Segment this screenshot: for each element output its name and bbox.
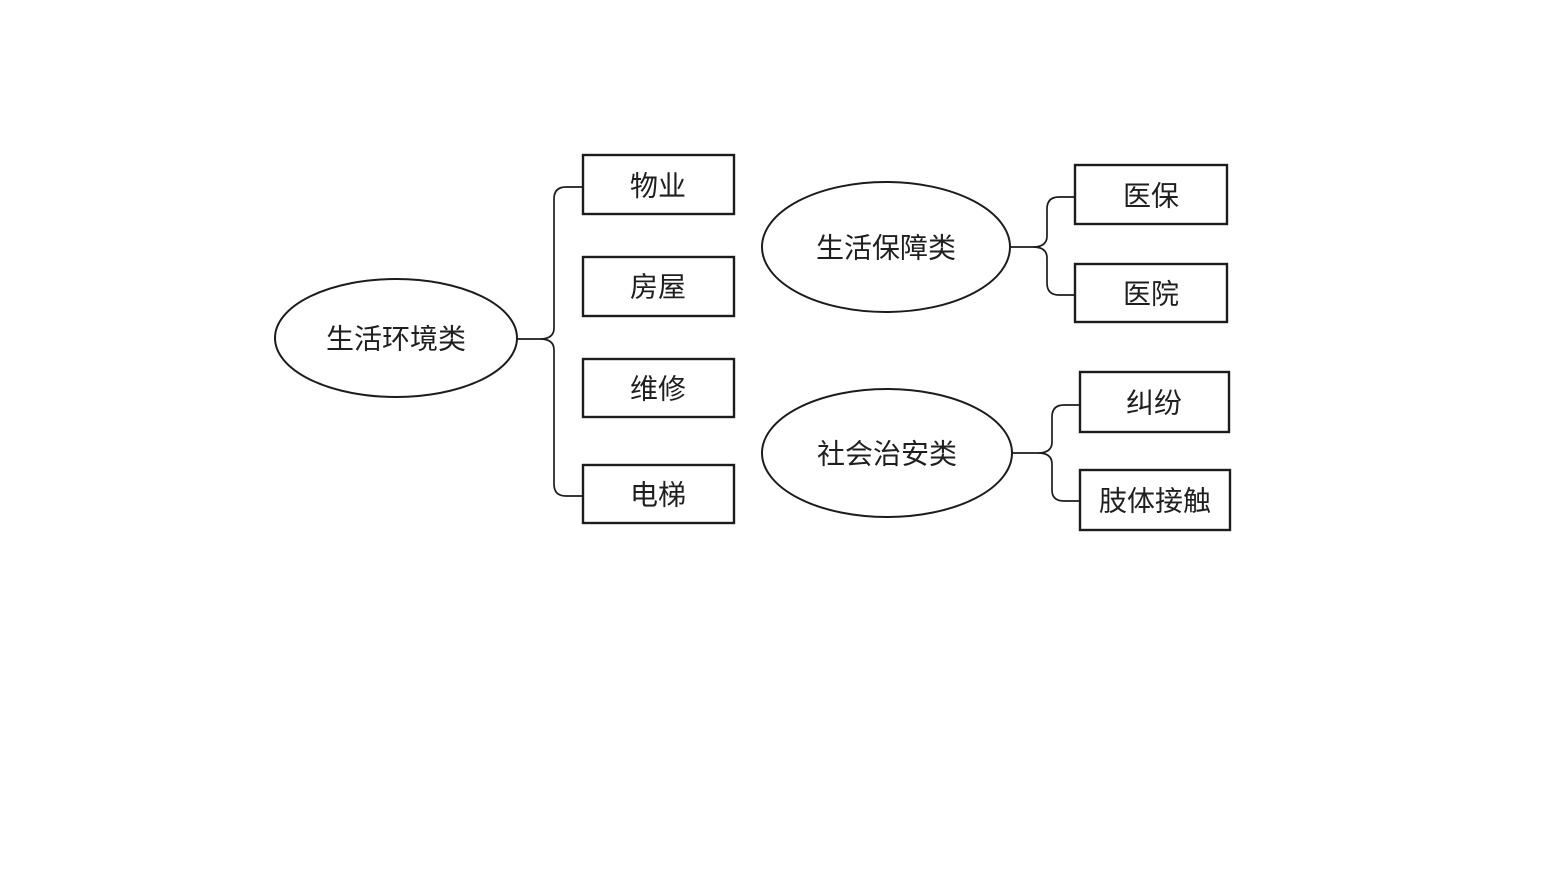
label-elevator: 电梯 <box>630 480 686 511</box>
box-housing <box>581 255 736 318</box>
box-dispute <box>1078 370 1231 434</box>
label-physical-contact: 肢体接触 <box>1099 486 1211 517</box>
box-medical-insurance <box>1073 163 1229 226</box>
brace-connector-public-security <box>1037 404 1081 502</box>
label-repair: 维修 <box>630 374 686 405</box>
box-repair <box>581 357 736 419</box>
label-housing: 房屋 <box>630 272 686 303</box>
group-public-security: 社会治安类 纠纷 肢体接触 <box>761 370 1232 532</box>
ellipse-livelihood-security <box>761 181 1011 313</box>
label-medical-insurance: 医保 <box>1123 181 1179 212</box>
ellipse-public-security <box>761 388 1013 518</box>
label-property: 物业 <box>630 171 686 202</box>
group-livelihood-security: 生活保障类 医保 医院 <box>761 163 1229 324</box>
ellipse-living-environment <box>274 278 518 398</box>
brace-connector-living-environment <box>539 186 584 497</box>
box-property <box>581 153 736 216</box>
box-hospital <box>1073 262 1229 324</box>
box-elevator <box>581 463 736 525</box>
brace-connector-livelihood-security <box>1032 196 1076 296</box>
box-physical-contact <box>1078 468 1232 532</box>
label-livelihood-security: 生活保障类 <box>816 233 956 264</box>
label-living-environment: 生活环境类 <box>326 324 466 355</box>
label-hospital: 医院 <box>1123 279 1179 310</box>
label-dispute: 纠纷 <box>1126 388 1182 419</box>
label-public-security: 社会治安类 <box>817 439 957 470</box>
group-living-environment: 生活环境类 物业 房屋 维修 电梯 <box>274 153 736 525</box>
